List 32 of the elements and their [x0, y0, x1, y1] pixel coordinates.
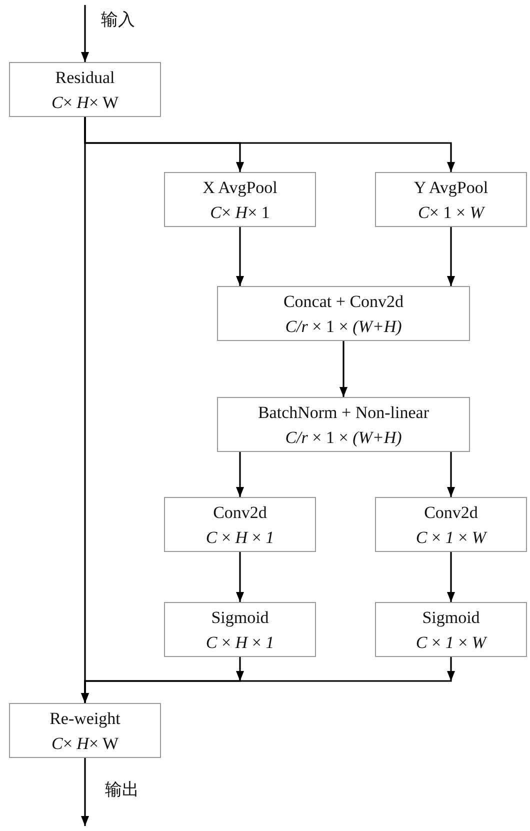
- dimension-text: C× H× W: [51, 92, 119, 114]
- dimension-text: C × H × 1: [206, 632, 274, 654]
- edge-label: 输出: [105, 779, 139, 801]
- box-title: Conv2d: [424, 502, 478, 524]
- dimension-text: C/r × 1 × (W+H): [285, 426, 402, 448]
- dimension-text: C× 1 × W: [418, 202, 484, 224]
- box-title: X AvgPool: [202, 176, 278, 199]
- edge-label: 输入: [101, 9, 135, 31]
- dimension-text: C × 1 × W: [416, 526, 486, 548]
- process-box: [9, 62, 161, 117]
- process-box: [375, 497, 527, 552]
- dimension-text: C × 1 × W: [416, 632, 486, 654]
- box-title: Residual: [55, 66, 115, 88]
- process-box: [164, 602, 316, 657]
- box-title: Concat + Conv2d: [283, 290, 404, 312]
- process-box: [217, 286, 470, 341]
- box-title: Re-weight: [50, 708, 120, 730]
- box-title: Conv2d: [213, 502, 267, 524]
- process-box: [217, 397, 470, 452]
- box-title: Sigmoid: [422, 606, 480, 629]
- box-title: BatchNorm + Non-linear: [258, 402, 430, 424]
- box-title: Sigmoid: [211, 606, 269, 629]
- process-box: [164, 172, 316, 227]
- dimension-text: C × H × 1: [206, 526, 274, 548]
- dimension-text: C× H× 1: [210, 202, 270, 224]
- process-box: [9, 703, 161, 758]
- dimension-text: C× H× W: [51, 732, 119, 754]
- dimension-text: C/r × 1 × (W+H): [285, 316, 402, 338]
- box-title: Y AvgPool: [414, 176, 488, 199]
- process-box: [164, 497, 316, 552]
- process-box: [375, 602, 527, 657]
- process-box: [375, 172, 527, 227]
